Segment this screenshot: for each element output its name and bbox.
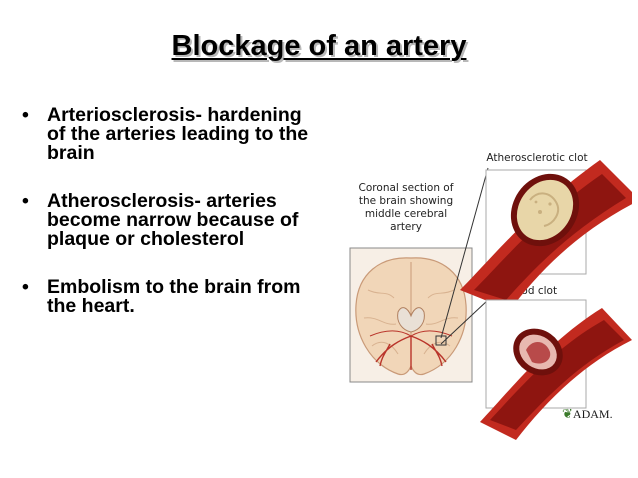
leaf-icon: ❦ [562,406,573,421]
bullet-text: Atherosclerosis- arteries become narrow … [47,190,299,250]
bullet-item: • Atherosclerosis- arteries become narro… [22,190,322,250]
brain-caption-line: middle cerebral [364,208,448,220]
credit-text: ADAM. [572,407,613,421]
artery-illustration: Coronal section of the brain showing mid… [340,140,632,440]
brain-caption-line: artery [390,221,422,233]
bullet-dot-icon: • [22,276,29,298]
atherosclerotic-artery-icon [460,160,632,310]
slide-title: Blockage of an artery [171,30,467,62]
bullet-dot-icon: • [22,190,29,212]
bullet-dot-icon: • [22,104,29,126]
bullet-text: Embolism to the brain from the heart. [47,276,301,317]
brain-section-icon [349,247,473,383]
adam-logo: ❦ADAM. [562,406,613,422]
pointer-line [440,299,489,345]
brain-caption-line: Coronal section of [358,182,454,194]
bullet-list: • Arteriosclerosis- hardening of the art… [22,104,322,345]
pointer-line [440,167,489,339]
bullet-item: • Embolism to the brain from the heart. [22,276,322,317]
plaque-label: Atherosclerotic clot [486,152,588,164]
illustration-svg [349,160,632,440]
brain-caption: Coronal section of the brain showing mid… [352,182,460,234]
blood-clot-artery-icon [480,299,632,440]
brain-caption-line: the brain showing [358,195,454,207]
bullet-text: Arteriosclerosis- hardening of the arter… [47,104,309,164]
bullet-item: • Arteriosclerosis- hardening of the art… [22,104,322,164]
